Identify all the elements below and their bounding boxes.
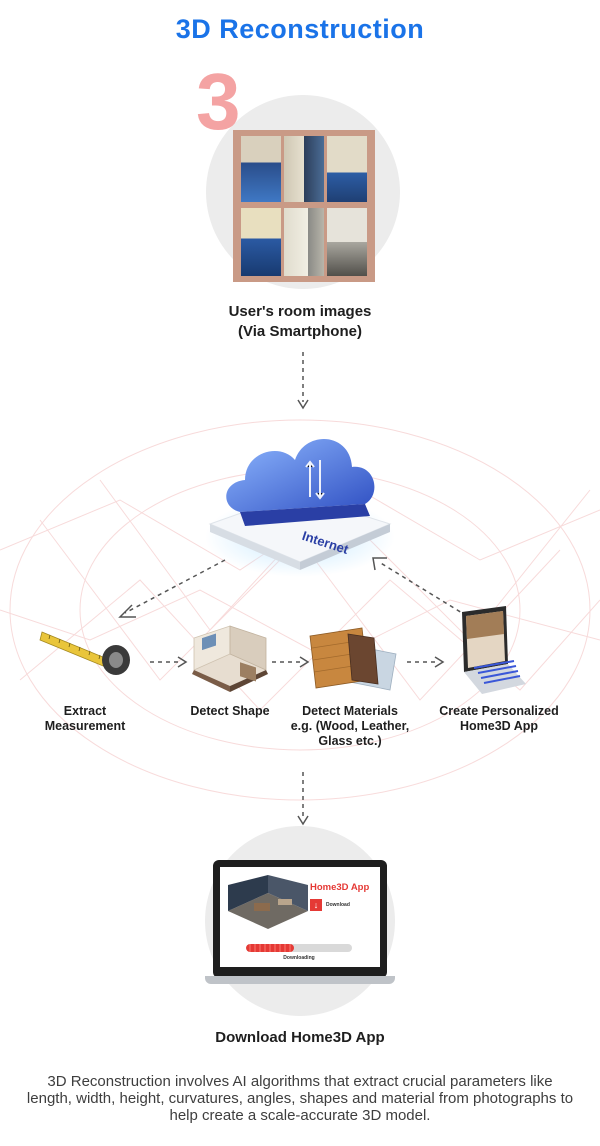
room-photo xyxy=(327,136,367,202)
room-photo xyxy=(284,136,324,202)
arrow-up-left xyxy=(372,557,468,617)
extract-measurement-label: Extract Measurement xyxy=(44,704,126,733)
arrow-right xyxy=(272,656,310,668)
laptop-app-icon xyxy=(462,606,526,694)
arrow-down xyxy=(297,352,309,410)
progress-label: Downloading xyxy=(283,955,315,961)
room-images-label: User's room images (Via Smartphone) xyxy=(228,303,372,340)
room-photo-grid xyxy=(233,130,375,282)
tape-measure-icon xyxy=(39,631,130,675)
room-photo xyxy=(241,136,281,202)
app-title: Home3D App xyxy=(310,882,370,893)
room-render-image xyxy=(228,875,308,929)
laptop-base xyxy=(205,976,395,984)
arrow-down-left xyxy=(118,559,226,618)
download-button[interactable]: ↓ Download xyxy=(310,898,350,912)
room-photo xyxy=(327,208,367,276)
page-title: 3D Reconstruction xyxy=(175,14,425,44)
download-button-label: Download xyxy=(326,902,350,908)
arrow-right xyxy=(150,656,188,668)
download-laptop: Home3D App ↓ Download Downloading xyxy=(213,860,387,978)
download-app-label: Download Home3D App xyxy=(215,1029,385,1046)
progress-bar xyxy=(246,944,352,952)
step-number: 3 xyxy=(196,57,241,146)
room-shape-icon xyxy=(192,625,268,692)
room-photo xyxy=(241,208,281,276)
create-app-label: Create Personalized Home3D App xyxy=(439,704,559,733)
internet-cloud-icon xyxy=(205,439,395,577)
progress-fill xyxy=(246,944,294,952)
materials-icon xyxy=(309,627,397,691)
room-photo xyxy=(284,208,324,276)
download-arrow-icon: ↓ xyxy=(310,899,322,911)
detect-shape-label: Detect Shape xyxy=(190,704,270,718)
arrow-down xyxy=(297,772,309,826)
caption: 3D Reconstruction involves AI algorithms… xyxy=(26,1073,574,1124)
detect-materials-label: Detect Materials e.g. (Wood, Leather, Gl… xyxy=(290,704,410,748)
laptop-screen: Home3D App ↓ Download Downloading xyxy=(220,867,380,967)
arrow-right xyxy=(407,656,445,668)
